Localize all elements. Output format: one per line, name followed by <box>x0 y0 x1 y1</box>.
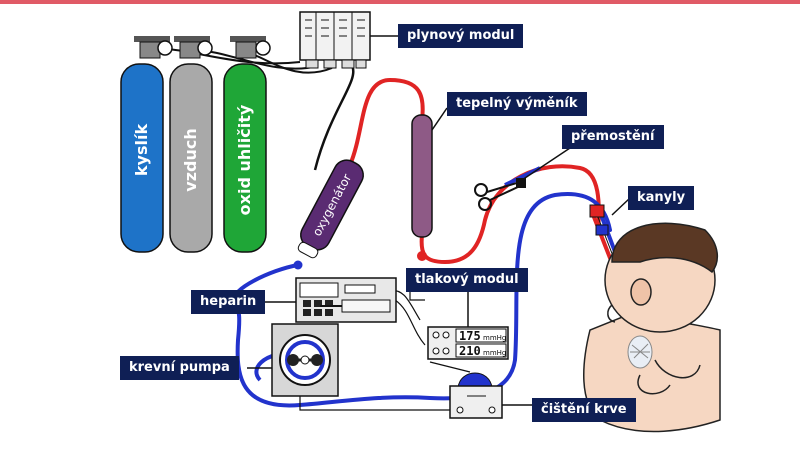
label-heat-exchanger: tepelný výměník <box>447 92 587 116</box>
label-blood-pump: krevní pumpa <box>120 356 239 380</box>
bypass-pointer <box>521 147 571 181</box>
pressure-unit-2: mmHg <box>483 349 506 357</box>
pressure-module-device: 175 mmHg 210 mmHg <box>427 288 509 360</box>
gas-module-device <box>299 11 371 69</box>
label-blood-cleaning: čištění krve <box>532 398 636 422</box>
pressure-unit-1: mmHg <box>483 334 506 342</box>
heat-exchanger-pointer <box>431 107 448 131</box>
blood-cleaning-device <box>449 372 503 419</box>
heat-exchanger-device <box>411 114 433 261</box>
cannulas-pointer <box>611 197 631 216</box>
infant-figure <box>583 222 721 433</box>
label-cannulas: kanyly <box>628 186 695 210</box>
oxygen-cylinder: kyslík <box>120 36 173 253</box>
heparin-device <box>295 277 397 323</box>
top-accent-line <box>0 0 800 4</box>
pressure-reading-2: 210 <box>459 344 481 358</box>
arterial-line <box>348 77 601 265</box>
co2-cylinder: oxid uhličitý <box>223 36 271 253</box>
dressing <box>627 335 653 369</box>
oxygenator-device: oxygenátor <box>293 159 364 270</box>
label-pressure-module: tlakový modul <box>406 268 528 292</box>
cylinder-label-oxygen: kyslík <box>132 124 151 177</box>
label-heparin: heparin <box>191 290 266 314</box>
signal-wires <box>299 285 471 411</box>
pressure-reading-1: 175 <box>459 329 481 343</box>
bypass-clamp <box>474 166 541 211</box>
air-cylinder: vzduch <box>169 36 213 253</box>
cylinder-label-air: vzduch <box>181 128 200 191</box>
cylinder-label-co2: oxid uhličitý <box>235 104 254 215</box>
label-bypass: přemostění <box>562 125 664 149</box>
label-gas-module: plynový modul <box>398 24 524 48</box>
blood-pump-device <box>271 323 339 397</box>
